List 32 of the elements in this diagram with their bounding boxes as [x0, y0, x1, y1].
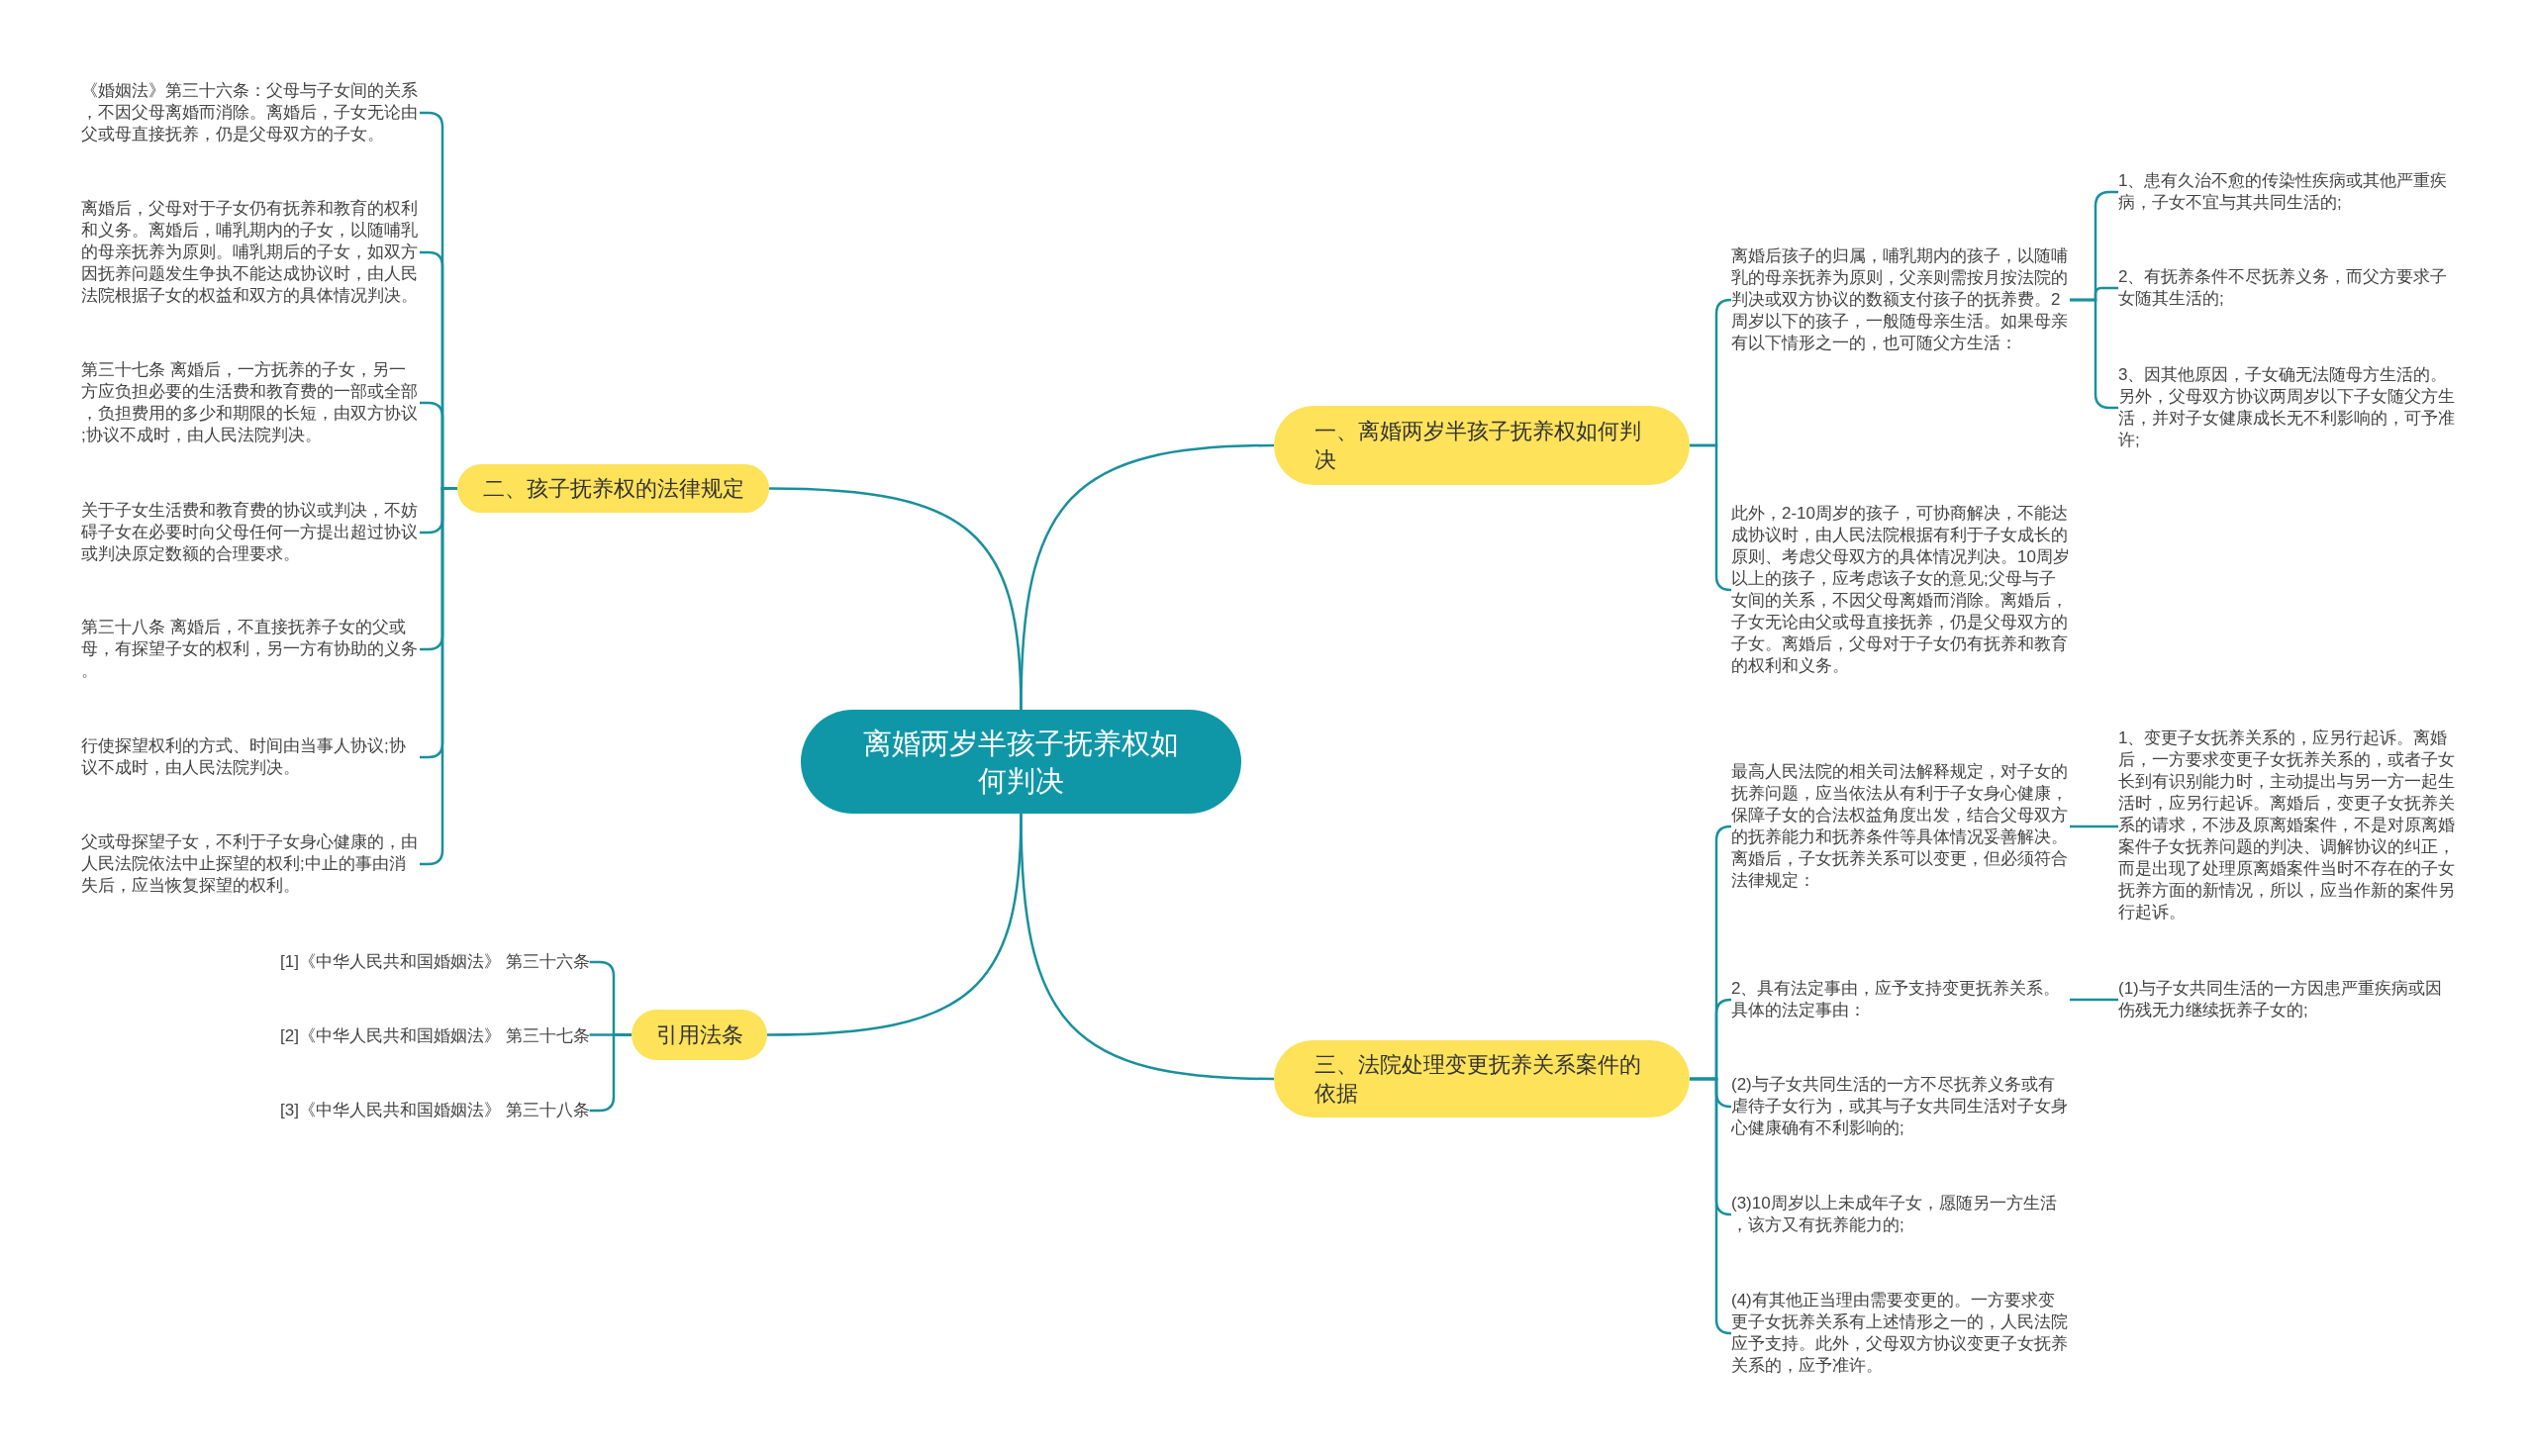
note-text: 1、变更子女抚养关系的，应另行起诉。离婚后，一方要求变更子女抚养关系的，或者子女长到有识别能力时，主动提出与另一方一起生活时，应另行起诉。离婚后，变更子女抚养关系的请求，不涉及原离婚案件，不是对原离婚案件子女抚养问题的判决、调解协议的纠正，而是出现了处理原离婚案件当时不存在的子女抚养方面的新情况，所以，应当作新的案件另行起诉。 — [2118, 728, 2457, 923]
note-text: (1)与子女共同生活的一方因患严重疾病或因伤残无力继续抚养子女的; — [2118, 978, 2457, 1021]
citation-text: [2]《中华人民共和国婚姻法》 第三十七条 — [280, 1025, 590, 1047]
note-text: 第三十七条 离婚后，一方抚养的子女，另一方应负担必要的生活费和教育费的一部或全部，负担费用的多少和期限的长短，由双方协议;协议不成时，由人民法院判决。 — [81, 359, 420, 446]
connector-line — [420, 487, 457, 866]
connector-line — [2070, 998, 2118, 1002]
note-text: 离婚后，父母对于子女仍有抚养和教育的权利和义务。离婚后，哺乳期内的子女，以随哺乳的母亲抚养为原则。哺乳期后的子女，如双方因抚养问题发生争执不能达成协议时，由人民法院根据子女的权益和双方的具体情况判决。 — [81, 198, 420, 307]
note-text: 离婚后孩子的归属，哺乳期内的孩子，以随哺乳的母亲抚养为原则，父亲则需按月按法院的判决或双方协议的数额支付孩子的抚养费。2周岁以下的孩子，一般随母亲生活。如果母亲有以下情形之一的，也可随父方生活： — [1731, 245, 2070, 354]
citation-text: [3]《中华人民共和国婚姻法》 第三十八条 — [280, 1100, 590, 1121]
note-text: 3、因其他原因，子女确无法随母方生活的。另外，父母双方协议两周岁以下子女随父方生活，并对子女健康成长无不利影响的，可予准许; — [2118, 364, 2457, 451]
note-text: 1、患有久治不愈的传染性疾病或其他严重疾病，子女不宜与其共同生活的; — [2118, 170, 2457, 214]
connector-line — [766, 813, 1023, 1036]
main-topic: 二、孩子抚养权的法律规定 — [457, 464, 769, 513]
note-text: 《婚姻法》第三十六条：父母与子女间的关系，不因父母离婚而消除。离婚后，子女无论由父或母直接抚养，仍是父母双方的子女。 — [81, 80, 420, 146]
central-topic: 离婚两岁半孩子抚养权如何判决 — [801, 710, 1241, 814]
connector-line — [2070, 825, 2118, 828]
main-topic: 引用法条 — [632, 1010, 767, 1060]
note-text: 父或母探望子女，不利于子女身心健康的，由人民法院依法中止探望的权利;中止的事由消失后，应当恢复探望的权利。 — [81, 831, 420, 897]
main-topic: 三、法院处理变更抚养关系案件的依据 — [1274, 1040, 1690, 1117]
note-text: (4)有其他正当理由需要变更的。一方要求变更子女抚养关系有上述情形之一的，人民法院应予支持。此外，父母双方协议变更子女抚养关系的，应予准许。 — [1731, 1290, 2070, 1377]
connector-line — [768, 487, 1023, 711]
note-text: 关于子女生活费和教育费的协议或判决，不妨碍子女在必要时向父母任何一方提出超过协议或判决原定数额的合理要求。 — [81, 500, 420, 565]
main-topic: 一、离婚两岁半孩子抚养权如何判决 — [1274, 406, 1690, 485]
note-text: 2、有抚养条件不尽抚养义务，而父方要求子女随其生活的; — [2118, 266, 2457, 310]
note-text: 2、具有法定事由，应予支持变更抚养关系。具体的法定事由： — [1731, 978, 2070, 1021]
note-text: 第三十八条 离婚后，不直接抚养子女的父或母，有探望子女的权利，另一方有协助的义务。 — [81, 617, 420, 682]
note-text: (2)与子女共同生活的一方不尽抚养义务或有虐待子女行为，或其与子女共同生活对子女身心健康确有不利影响的; — [1731, 1074, 2070, 1139]
note-text: (3)10周岁以上未成年子女，愿随另一方生活，该方又有抚养能力的; — [1731, 1193, 2070, 1236]
note-text: 此外，2-10周岁的孩子，可协商解决，不能达成协议时，由人民法院根据有利于子女成长的原则、考虑父母双方的具体情况判决。10周岁以上的孩子，应考虑该子女的意见;父母与子女间的关系，不因父母离婚而消除。离婚后，子女无论由父或母直接抚养，仍是父母双方的子女。离婚后，父母对于子女仍有抚养和教育的权利和义务。 — [1731, 503, 2070, 677]
note-text: 最高人民法院的相关司法解释规定，对子女的抚养问题，应当依法从有利于子女身心健康，保障子女的合法权益角度出发，结合父母双方的抚养能力和抚养条件等具体情况妥善解决。离婚后，子女抚养关系可以变更，但必须符合法律规定： — [1731, 761, 2070, 892]
citation-text: [1]《中华人民共和国婚姻法》 第三十六条 — [280, 951, 590, 973]
note-text: 行使探望权利的方式、时间由当事人协议;协议不成时，由人民法院判决。 — [81, 735, 420, 779]
